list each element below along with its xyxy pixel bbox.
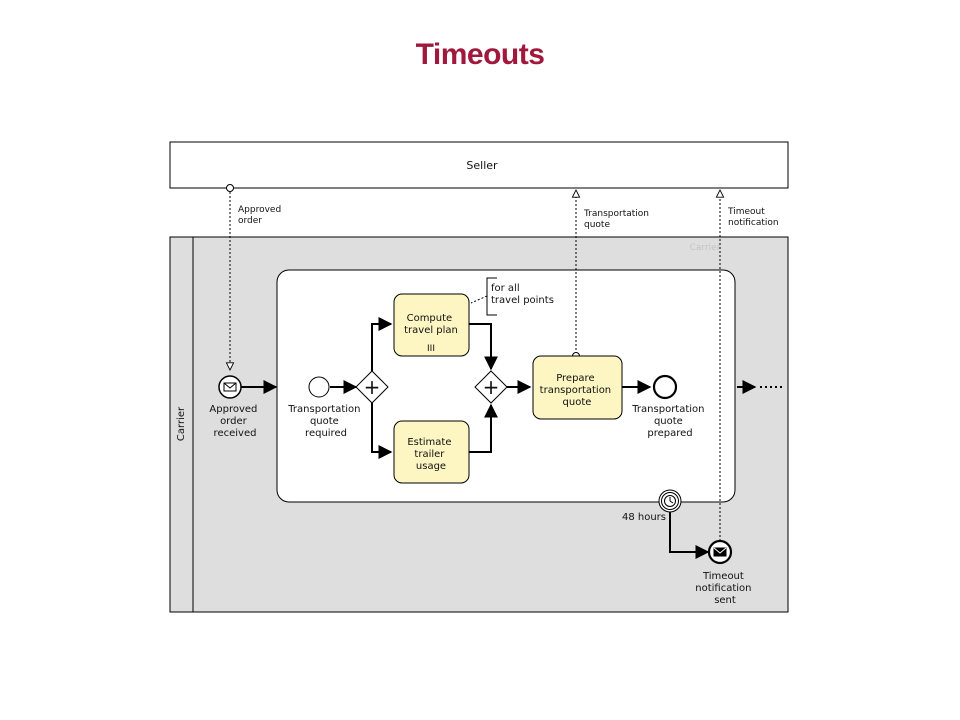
parallel-split-gateway-symbol: + [364, 375, 381, 399]
annotation-text: for all travel points [491, 283, 554, 306]
parallel-split-gateway [355, 370, 389, 404]
filled-envelope-icon [713, 547, 727, 557]
flow-timer-to-notification [669, 512, 710, 559]
task-compute-travel-plan-label: Compute travel plan [404, 313, 458, 336]
timer-label: 48 hours [622, 512, 666, 523]
parallel-join-gateway-symbol: + [483, 375, 500, 399]
sequence-flows [241, 317, 757, 559]
task-estimate-trailer-usage [393, 420, 470, 484]
approved-order-received-label: Approved order received [209, 404, 260, 439]
text-annotation [470, 277, 497, 316]
message-flow-origin-dot [226, 184, 234, 192]
task-compute-travel-plan [393, 293, 470, 357]
multi-instance-marker: III [427, 344, 435, 354]
message-label-timeout-notification: Timeout notification [727, 207, 779, 228]
flow-gateway-to-compute [371, 317, 393, 371]
task-estimate-trailer-usage-label: Estimate trailer usage [407, 437, 454, 472]
carrier-pool-label: Carrier [176, 406, 187, 441]
page-title: Timeouts [415, 38, 545, 71]
quote-required-label: Transportation quote required [287, 404, 363, 439]
timeout-notification-sent-label: Timeout notification sent [695, 571, 754, 606]
message-flows [226, 184, 721, 541]
carrier-pool-watermark: Carrier [690, 243, 721, 253]
quote-prepared-end-event [652, 374, 678, 400]
message-label-transportation-quote: Transportation quote [583, 209, 652, 230]
task-prepare-transportation-quote-label: Prepare transportation quote [540, 373, 615, 408]
flow-compute-to-join [469, 323, 498, 371]
flow-gateway-to-estimate [371, 403, 393, 459]
clock-icon [664, 495, 676, 507]
seller-pool-label: Seller [466, 159, 498, 172]
parallel-join-gateway [474, 370, 508, 404]
seller-pool [169, 141, 789, 189]
envelope-icon [223, 382, 237, 392]
task-prepare-transportation-quote [532, 355, 623, 420]
quote-prepared-label: Transportation quote prepared [631, 404, 707, 439]
quote-required-start-event [308, 376, 330, 398]
message-label-approved-order: Approved order [238, 205, 284, 226]
flow-estimate-to-join [469, 403, 498, 453]
